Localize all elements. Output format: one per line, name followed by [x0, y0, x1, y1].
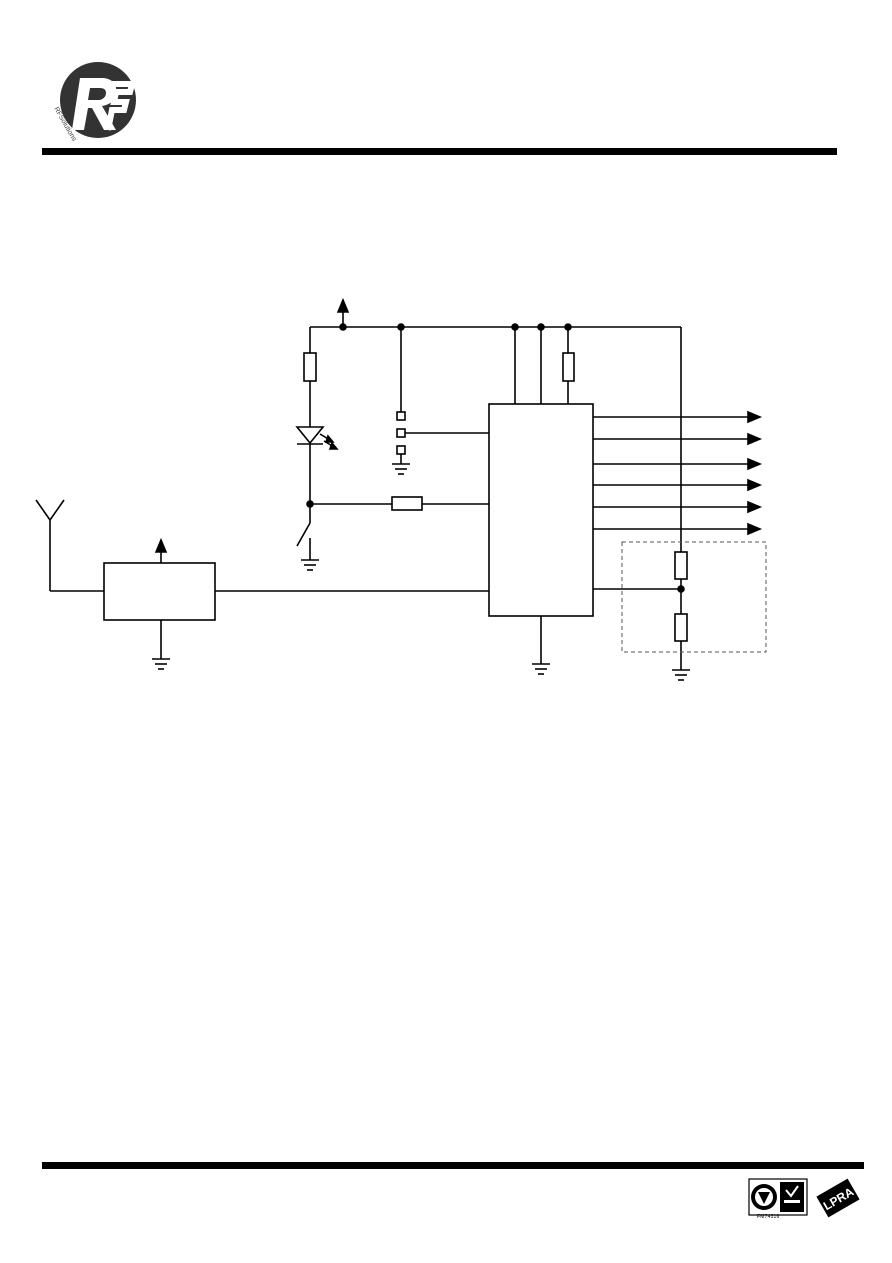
divider-resistor-bottom	[674, 613, 688, 642]
led-resistor	[303, 352, 317, 382]
certification-badges: LPRA	[748, 1178, 860, 1218]
output-arrow-icon	[747, 500, 763, 514]
pullup-resistor	[562, 352, 575, 382]
optional-divider-box	[621, 541, 767, 653]
lpra-icon: LPRA	[816, 1178, 860, 1218]
antenna-icon	[35, 499, 51, 521]
footer-rule	[42, 1162, 864, 1169]
certificate-number: FM74316	[757, 1214, 780, 1220]
led-icon	[295, 426, 325, 445]
vcc-arrow-icon	[336, 297, 350, 313]
rf-solutions-logo-icon: RFSolutions	[52, 62, 136, 143]
output-arrow-icon	[747, 410, 763, 424]
junction-dot	[339, 323, 347, 331]
jumper-pin-top	[396, 411, 406, 421]
switch-lever	[296, 522, 311, 547]
output-arrow-icon	[747, 457, 763, 471]
output-arrow-icon	[747, 478, 763, 492]
ukas-management-systems-icon	[780, 1182, 804, 1212]
jumper-pin-mid	[396, 428, 406, 438]
led-arrowhead-icon	[324, 434, 335, 443]
output-arrow-icon	[747, 522, 763, 536]
decoder-ic	[488, 403, 594, 617]
input-resistor	[391, 496, 423, 511]
jumper-pin-bottom	[396, 445, 406, 455]
header-rule	[42, 148, 837, 155]
divider-resistor-top	[674, 551, 688, 580]
led-arrowhead-icon	[328, 441, 339, 450]
output-arrow-icon	[747, 432, 763, 446]
receiver-module	[103, 562, 216, 621]
antenna-icon	[49, 499, 65, 521]
receiver-vcc-arrow-icon	[154, 537, 168, 553]
